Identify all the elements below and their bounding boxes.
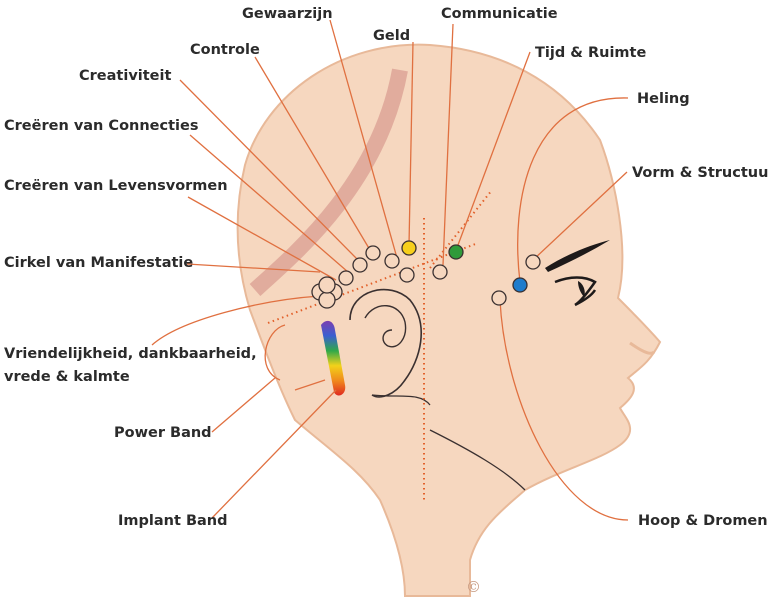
manifestatie-circle-3 — [318, 291, 336, 309]
label-communicatie: Communicatie — [441, 6, 558, 22]
label-creativiteit: Creativiteit — [79, 68, 171, 84]
point-vorm-structuur — [525, 254, 541, 270]
jaw-line — [429, 429, 526, 491]
point-communicatie — [432, 264, 448, 280]
point-hoop-dromen — [491, 290, 507, 306]
label-heling: Heling — [637, 91, 690, 107]
label-creeren-levensvormen: Creëren van Levensvormen — [4, 178, 228, 194]
label-vriendelijkheid-line1: Vriendelijkheid, dankbaarheid, — [4, 346, 257, 362]
label-creeren-connecties: Creëren van Connecties — [4, 118, 198, 134]
eyebrow — [545, 240, 610, 272]
point-creeren-connecties — [338, 270, 354, 286]
implant-band — [321, 320, 346, 396]
label-geld: Geld — [373, 28, 410, 44]
label-vriendelijkheid-line2: vrede & kalmte — [4, 369, 130, 385]
copyright-mark: © — [466, 578, 481, 596]
cap-band — [249, 68, 408, 296]
point-controle — [365, 245, 381, 261]
nose-mark — [629, 341, 656, 355]
label-vorm-structuur: Vorm & Structuur — [632, 165, 768, 181]
label-implant-band: Implant Band — [118, 513, 227, 529]
ear — [349, 288, 422, 398]
point-tijd-ruimte — [448, 244, 464, 260]
point-heling — [512, 277, 528, 293]
point-gewaarzijn — [384, 253, 400, 269]
label-hoop-dromen: Hoop & Dromen — [638, 513, 768, 529]
label-cirkel-manifestatie: Cirkel van Manifestatie — [4, 255, 193, 271]
pupil — [578, 281, 585, 297]
manifestatie-circle-4 — [318, 276, 336, 294]
ear-lobe — [371, 394, 431, 406]
point-geld — [401, 240, 417, 256]
point-creativiteit — [352, 257, 368, 273]
head-silhouette — [236, 43, 662, 597]
label-controle: Controle — [190, 42, 260, 58]
point-extra — [399, 267, 415, 283]
leader-lines — [151, 19, 629, 521]
label-tijd-ruimte: Tijd & Ruimte — [535, 45, 646, 61]
label-gewaarzijn: Gewaarzijn — [242, 6, 333, 22]
ear-inner — [364, 304, 407, 348]
label-power-band: Power Band — [114, 425, 212, 441]
points — [311, 240, 541, 309]
